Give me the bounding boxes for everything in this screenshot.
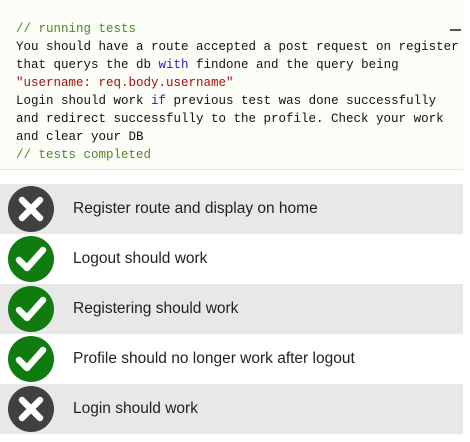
- console-line: and redirect successfully to the profile…: [16, 110, 463, 128]
- x-icon: [8, 386, 54, 432]
- console-text: findone and the query being: [188, 58, 399, 72]
- check-icon: [8, 236, 54, 282]
- console-text: Login should work: [16, 94, 152, 108]
- test-result-row: Registering should work: [0, 284, 463, 334]
- test-result-label: Profile should no longer work after logo…: [73, 350, 355, 367]
- check-icon: [8, 336, 54, 382]
- console-line: that querys the db with findone and the …: [16, 56, 463, 74]
- console-keyword: with: [158, 58, 189, 72]
- x-icon: [8, 186, 54, 232]
- console-text: You should have a route accepted a post …: [16, 40, 459, 54]
- console-text: and redirect successfully to the profile…: [16, 112, 444, 126]
- console-text: and clear your DB: [16, 130, 144, 144]
- test-result-label: Register route and display on home: [73, 200, 318, 217]
- test-result-label: Login should work: [73, 400, 198, 417]
- console-text: previous test was done successfully: [166, 94, 437, 108]
- console-text: that querys the db: [16, 58, 159, 72]
- test-result-row: Logout should work: [0, 234, 463, 284]
- console-scrollbar[interactable]: [450, 29, 461, 31]
- console-comment: // tests completed: [16, 148, 152, 162]
- console-line: and clear your DB: [16, 128, 463, 146]
- console-line: "username: req.body.username": [16, 74, 463, 92]
- test-result-row: Register route and display on home: [0, 184, 463, 234]
- console-line: You should have a route accepted a post …: [16, 38, 463, 56]
- console-line: // running tests: [16, 20, 463, 38]
- console-line: // tests completed: [16, 146, 463, 164]
- test-result-label: Registering should work: [73, 300, 239, 317]
- console-line: Login should work if previous test was d…: [16, 92, 463, 110]
- check-icon: [8, 286, 54, 332]
- console-string: "username: req.body.username": [16, 76, 234, 90]
- test-result-row: Profile should no longer work after logo…: [0, 334, 463, 384]
- console-comment: // running tests: [16, 22, 137, 36]
- console-keyword: if: [151, 94, 167, 108]
- test-result-label: Logout should work: [73, 250, 208, 267]
- test-result-row: Login should work: [0, 384, 463, 434]
